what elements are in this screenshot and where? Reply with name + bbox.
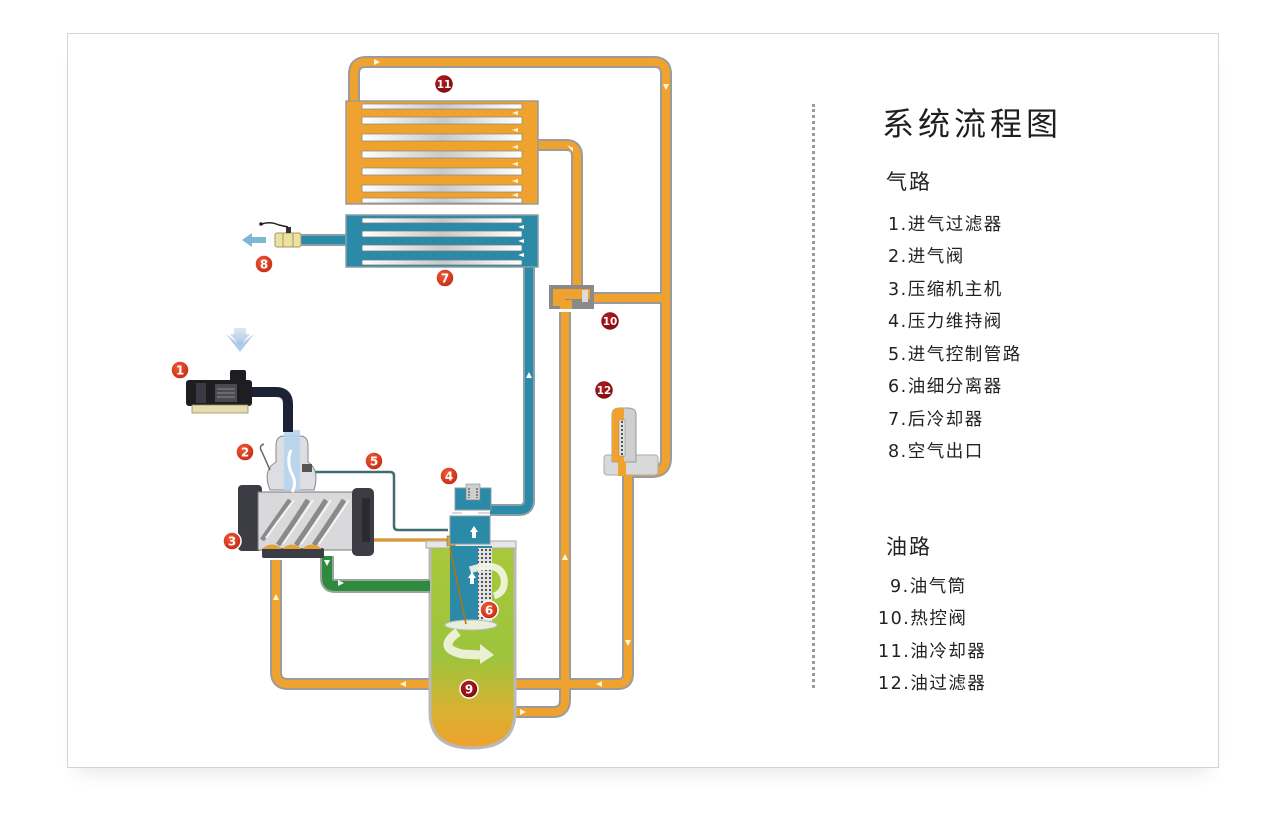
badge-4: 4 [439,466,459,486]
svg-text:5: 5 [370,455,378,469]
legend-item: 3.压缩机主机 [888,280,1003,300]
air-path-heading: 气路 [886,170,932,194]
legend-item: 6.油细分离器 [888,377,1003,397]
oil-pipe-cooler-loop [350,58,670,298]
svg-text:9: 9 [465,683,473,697]
svg-text:4: 4 [445,470,453,484]
legend-item: 1.进气过滤器 [888,215,1003,235]
svg-text:12: 12 [597,385,612,397]
air-intake-arrow-icon [230,328,250,346]
svg-text:2: 2 [241,446,249,460]
svg-text:3: 3 [228,535,236,549]
aftercooler [345,214,539,268]
svg-text:6: 6 [485,604,493,618]
legend-item: 2.进气阀 [888,247,965,267]
oil-filter [603,407,659,476]
oil-path-heading: 油路 [886,535,932,559]
air-circuit [292,234,535,547]
oil-pipe-cooler-outlet [538,141,581,290]
air-outlet-arrow-icon [242,233,266,247]
legend-item: 4.压力维持阀 [888,312,1003,332]
badge-12: 12 [593,379,615,401]
badge-9: 9 [459,679,479,699]
svg-text:1: 1 [176,364,184,378]
svg-text:7: 7 [441,272,449,286]
separator-tank [425,535,517,750]
air-pipe-separator-to-aftercooler [490,266,533,514]
legend-item: 8.空气出口 [888,442,984,462]
legend-item: 7.后冷却器 [888,410,984,430]
legend-item: 11.油冷却器 [878,642,987,662]
badge-2: 2 [235,442,255,462]
compressor-airend [238,430,374,558]
air-outlet-valve [242,221,302,248]
badge-8: 8 [254,254,274,274]
legend-item: 10.热控阀 [878,609,968,629]
oil-circuit [270,56,672,718]
oil-pipe-filter-to-compressor [515,472,632,688]
oil-injection-pipe [320,556,430,593]
badge-10: 10 [599,310,621,332]
diagram-frame [67,33,1219,768]
air-intake-filter [186,328,293,432]
svg-text:11: 11 [437,79,452,91]
oil-cooler [345,100,539,205]
badges: 1 2 3 4 5 6 7 8 9 10 11 12 [170,73,621,699]
badge-5: 5 [364,451,384,471]
badge-3: 3 [222,531,242,551]
legend-item: 12.油过滤器 [878,674,987,694]
oil-pipe-return-to-compressor [272,560,430,688]
thermostatic-valve [549,285,594,309]
badge-6: 6 [479,600,499,620]
badge-1: 1 [170,360,190,380]
badge-11: 11 [433,73,455,95]
svg-text:8: 8 [260,258,268,272]
control-line [322,470,448,532]
legend-item: 5.进气控制管路 [888,345,1022,365]
min-pressure-valve [449,483,492,545]
diagram-title: 系统流程图 [882,105,1063,143]
legend-divider [812,104,815,688]
badge-7: 7 [435,268,455,288]
oil-pipe-tank-to-valve [515,312,569,716]
svg-text:10: 10 [603,316,618,328]
legend-item: 9.油气筒 [890,577,967,597]
